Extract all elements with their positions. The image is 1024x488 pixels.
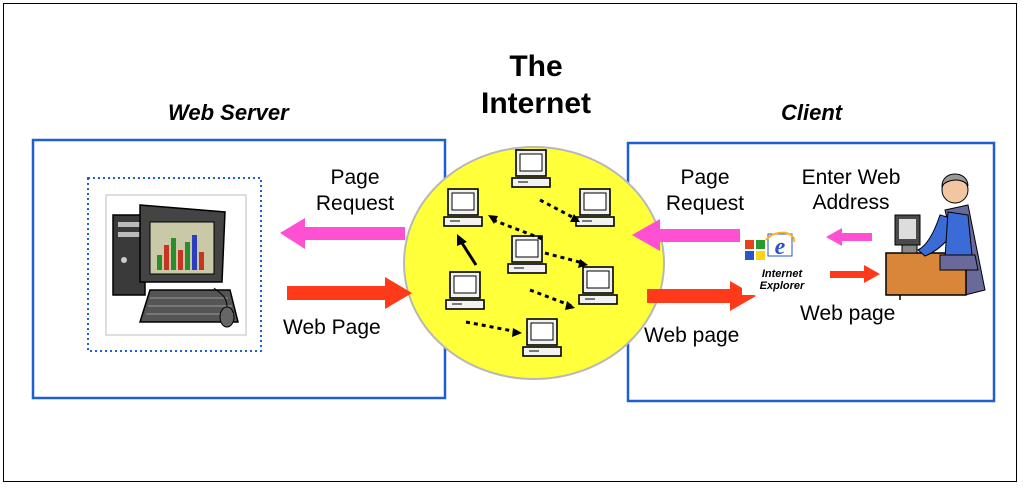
network-links bbox=[465, 198, 584, 334]
browser-logo-letter: e bbox=[775, 234, 786, 260]
network-computer-icon bbox=[578, 266, 618, 305]
right-request-label-line2: Request bbox=[665, 192, 745, 215]
left-response-label: Web Page bbox=[283, 316, 381, 339]
web-server-computer-icon bbox=[112, 204, 239, 328]
network-computer-icon bbox=[522, 318, 562, 357]
network-computer-icon bbox=[443, 188, 483, 227]
network-computer-icon bbox=[507, 235, 547, 274]
network-computer-icon bbox=[575, 188, 615, 227]
right-request-arrow bbox=[632, 219, 740, 251]
internet-title-line2: Internet bbox=[480, 87, 591, 120]
user-at-desk-icon bbox=[885, 173, 986, 300]
network-arrowhead-solid bbox=[457, 234, 467, 246]
client-response-arrow bbox=[830, 265, 880, 283]
client-label: Client bbox=[781, 100, 843, 125]
left-request-label-line1: Page bbox=[330, 166, 380, 189]
right-request-label-line1: Page bbox=[680, 166, 730, 189]
web-server-label: Web Server bbox=[168, 100, 289, 125]
server-dotted-frame bbox=[87, 177, 262, 352]
address-label-line1: Enter Web bbox=[801, 166, 901, 189]
network-computer-icon bbox=[445, 271, 485, 310]
left-request-label-line2: Request bbox=[315, 192, 395, 215]
network-computer-icon bbox=[511, 149, 551, 188]
client-response-label: Web page bbox=[800, 302, 896, 325]
address-label-line2: Address bbox=[812, 191, 890, 214]
internet-title-line1: The bbox=[509, 50, 563, 83]
browser-badge-line1: Internet bbox=[762, 268, 804, 280]
right-response-label: Web page bbox=[644, 324, 740, 347]
network-link-solid bbox=[460, 242, 478, 266]
internet-explorer-icon: e Internet Explorer bbox=[742, 230, 822, 295]
right-response-arrow bbox=[647, 281, 756, 311]
left-request-arrow bbox=[280, 218, 405, 249]
network-arrowheads bbox=[488, 214, 588, 337]
browser-badge-line2: Explorer bbox=[760, 280, 805, 292]
left-response-arrow bbox=[287, 277, 412, 309]
address-arrow bbox=[826, 228, 872, 246]
